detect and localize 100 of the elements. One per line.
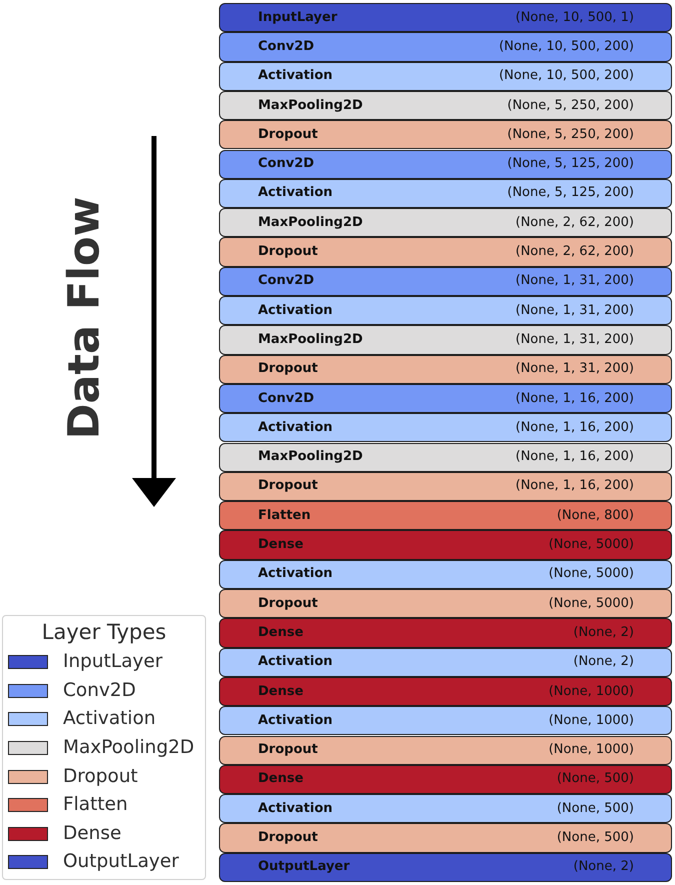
layer-box [219,296,672,326]
output-size-label: (None, 5, 250, 200) [507,126,634,143]
layer-name: Dense [258,684,304,700]
layer-box [219,706,672,736]
layer-name: Dropout [258,361,318,378]
layer-name: MaxPooling2D [258,214,363,231]
layer-box [219,384,672,414]
layer-name: Conv2D [258,38,314,55]
output-size-label: (None, 5000) [548,596,634,612]
layer-box [219,823,672,853]
layer-name: Dropout [258,742,318,758]
legend-label: Activation [63,708,156,730]
layer-box [219,3,672,32]
output-size-label: (None, 5000) [548,566,634,582]
layer-box [219,32,672,62]
layer-box [219,90,672,120]
layer-name: Dropout [258,596,318,612]
layer-name: Flatten [258,508,311,524]
layer-name: Dropout [258,478,318,494]
output-size-label: (None, 500) [556,771,634,788]
layer-box [219,62,672,91]
layer-name: Dropout [258,244,318,260]
output-size-label: (None, 1, 31, 200) [516,332,634,348]
output-size-label: (None, 1, 31, 200) [516,302,634,319]
layer-box [219,354,672,384]
layer-name: Dense [258,537,304,554]
layer-name: Activation [258,185,333,202]
layer-name: OutputLayer [258,859,350,876]
legend-title: Layer Types [40,620,168,644]
legend-label: MaxPooling2D [63,737,194,760]
layer-name: MaxPooling2D [258,449,363,466]
layer-box [219,794,672,824]
legend-label: Dense [63,822,122,845]
layer-box [219,764,672,794]
output-size-label: (None, 2, 62, 200) [516,244,634,260]
output-size-label: (None, 5, 125, 200) [507,185,634,202]
output-size-label: (None, 1, 16, 200) [516,478,634,494]
layer-box [219,237,672,267]
layer-name: InputLayer [258,10,338,26]
layer-name: Activation [258,654,333,670]
legend-label: OutputLayer [63,851,179,874]
legend-label: Flatten [63,794,128,816]
layer-box [219,150,672,179]
layer-name: Dropout [258,830,318,846]
output-size-label: (None, 800) [556,508,634,524]
output-size-label: (None, 10, 500, 200) [498,68,634,84]
layer-name: Activation [258,712,333,729]
output-size-label: (None, 10, 500, 200) [498,38,634,55]
layer-name: MaxPooling2D [258,98,363,114]
output-size-label: (None, 1, 16, 200) [516,420,634,436]
layer-name: MaxPooling2D [258,332,363,348]
layer-name: Dropout [258,126,318,143]
layer-name: Conv2D [258,156,314,172]
layer-name: Activation [258,566,333,582]
output-size-label: (None, 5000) [548,537,634,554]
layer-name: Conv2D [258,390,314,407]
output-size-label: (None, 500) [556,830,634,846]
layer-box [219,676,672,706]
layer-box [219,648,672,677]
output-size-label: (None, 2) [573,859,634,876]
layer-box [219,736,672,765]
layer-box [219,530,672,560]
legend-label: Conv2D [63,680,136,702]
output-size-label: (None, 2, 62, 200) [516,214,634,231]
layer-name: Activation [258,420,333,436]
output-size-label: (None, 1, 16, 200) [516,390,634,407]
flow-label: Data Flow [64,196,106,440]
output-size-label: (None, 1000) [548,742,634,758]
layer-name: Conv2D [258,273,314,290]
layer-box [219,325,672,355]
layer-box [219,178,672,208]
layer-box [219,852,672,882]
output-size-label: (None, 1, 31, 200) [516,273,634,290]
legend-label: InputLayer [63,651,162,674]
output-size-label: (None, 1000) [548,684,634,700]
layer-box [219,501,672,530]
output-size-label: (None, 2) [573,624,634,641]
layer-box [219,618,672,648]
legend-label: Dropout [63,766,138,788]
output-size-label: (None, 5, 250, 200) [507,98,634,114]
output-size-label: (None, 2) [573,654,634,670]
layer-name: Activation [258,68,333,84]
layer-box [219,442,672,472]
layer-box [219,208,672,238]
output-size-label: (None, 1, 16, 200) [516,449,634,466]
layer-box [219,413,672,442]
output-size-label: (None, 1, 31, 200) [516,361,634,378]
output-size-label: (None, 1000) [548,712,634,729]
layer-box [219,560,672,589]
output-size-label: (None, 5, 125, 200) [507,156,634,172]
layer-box [219,589,672,618]
layer-name: Dense [258,624,304,641]
layer-box [219,120,672,150]
layer-box [219,472,672,502]
layer-box [219,266,672,296]
layer-name: Activation [258,302,333,319]
output-size-label: (None, 500) [556,800,634,817]
layer-name: Dense [258,771,304,788]
output-size-label: (None, 10, 500, 1) [516,10,634,26]
layer-name: Activation [258,800,333,817]
